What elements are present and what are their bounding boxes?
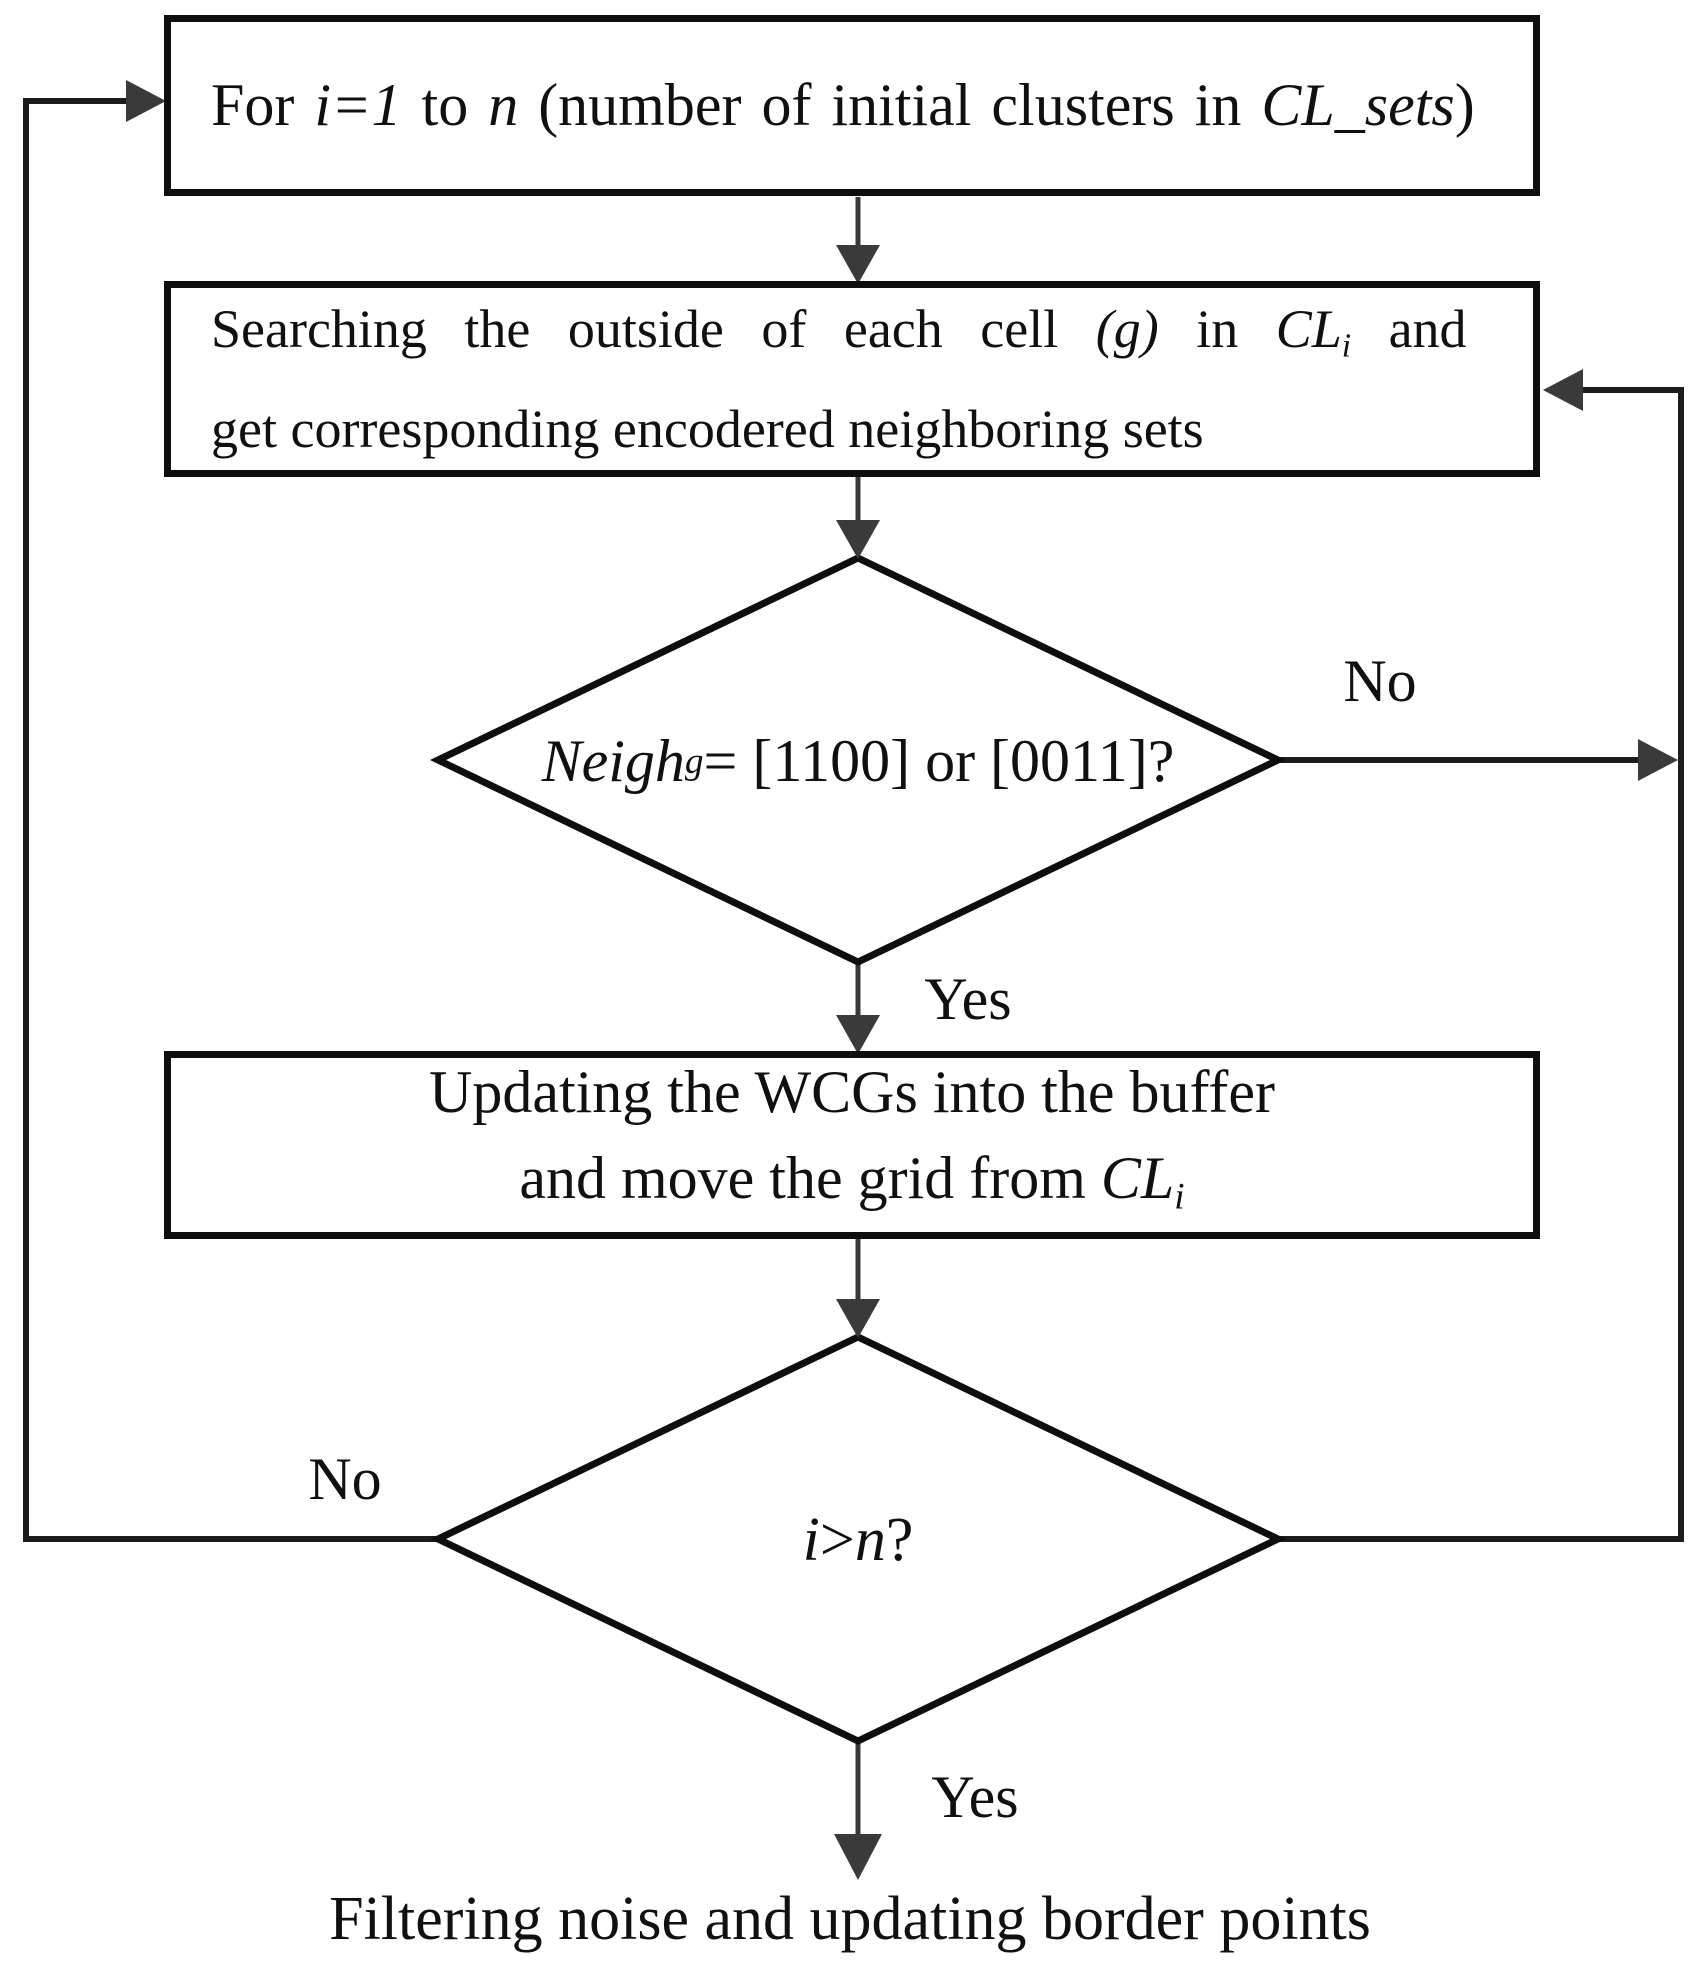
text-segment: and move the grid from [519,1145,1101,1212]
text-segment: in [1158,299,1276,360]
arrowhead-into-neigh-check [836,520,880,559]
node-update: Updating the WCGs into the buffer and mo… [164,1051,1540,1239]
text-subscript: i [1174,1176,1185,1218]
text-segment: i [802,1505,820,1574]
text-segment: i=1 [314,72,402,138]
node-update-line1: Updating the WCGs into the buffer [171,1049,1533,1135]
loop-line-right [1278,387,1684,1542]
text-segment: n [854,1505,886,1574]
label-neigh-no: No [1343,648,1417,714]
text-segment: Updating the WCGs into the buffer [429,1059,1275,1126]
text-segment: (g) [1095,299,1159,360]
arrowhead-into-search-top [836,245,880,284]
node-update-line2: and move the grid from CLi [171,1135,1533,1240]
text-segment: CL_sets [1261,72,1455,138]
label-i-no: No [308,1446,382,1512]
arrowhead-into-search-right [1543,369,1583,411]
arrowhead-into-update [836,1015,880,1054]
arrowhead-into-for-loop [126,80,166,122]
text-segment: Searching the outside of each cell [211,299,1096,360]
loop-line-i-no [23,98,438,1542]
text-subscript: g [684,740,704,782]
text-segment: (number of initial clusters in [518,72,1262,138]
node-search-line1: Searching the outside of each cell (g) i… [171,288,1533,387]
arrowhead-into-i-check [836,1299,880,1338]
diamond-neigh-check [429,554,1287,966]
node-i-check-text: i > n? [608,1484,1108,1596]
node-for-loop: For i=1 to n (number of initial clusters… [164,15,1540,196]
node-search: Searching the outside of each cell (g) i… [164,281,1540,477]
text-segment: get corresponding encodered neighboring … [211,398,1204,459]
arrowhead-neigh-no-right [1638,739,1678,781]
text-segment: Neigh [541,727,685,794]
text-segment: > [819,1505,855,1574]
diamond-i-check [429,1333,1287,1745]
arrowhead-into-filtering [834,1834,882,1880]
node-search-line2: get corresponding encodered neighboring … [171,388,1533,470]
text-segment: n [488,72,519,138]
label-i-yes: Yes [931,1764,1019,1830]
text-segment: = [1100] or [0011]? [703,727,1175,794]
text-segment: ) [1454,72,1475,138]
text-segment: CL [1100,1145,1175,1212]
text-segment: to [401,72,489,138]
node-filtering-text: Filtering noise and updating border poin… [329,1885,1371,1953]
text-segment: and [1351,299,1467,360]
text-segment: For [211,72,315,138]
text-subscript: i [1341,327,1352,365]
text-segment: ? [885,1505,914,1574]
text-segment: CL [1275,299,1342,360]
node-for-loop-text: For i=1 to n (number of initial clusters… [171,71,1533,140]
label-neigh-yes: Yes [924,966,1012,1032]
